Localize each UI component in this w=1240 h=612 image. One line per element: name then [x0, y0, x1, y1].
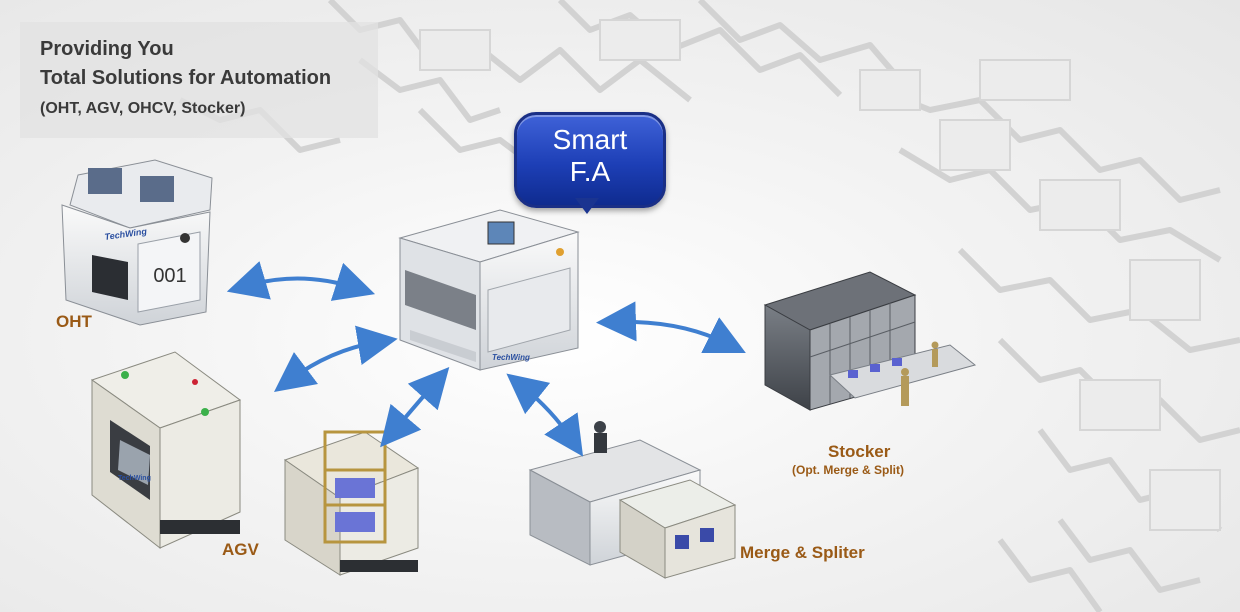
agv-tower-illustration — [283, 430, 420, 576]
headline-line-2: Total Solutions for Automation — [40, 67, 332, 89]
label-oht: OHT — [56, 312, 92, 331]
bubble-line-1: Smart — [552, 124, 628, 155]
connection-arrows — [226, 261, 746, 457]
stocker-system-illustration — [763, 271, 977, 411]
arrow-merge — [506, 373, 584, 457]
oht-unit-number: 001 — [153, 265, 186, 287]
center-machine-brand-logo: TechWing — [492, 353, 530, 362]
label-stocker-sub: (Opt. Merge & Split) — [792, 463, 904, 477]
agv-vehicle-illustration: TechWing — [90, 351, 242, 550]
center-handler-machine-illustration: TechWing — [398, 209, 580, 371]
smart-fa-bubble-tail — [575, 198, 599, 214]
arrow-stocker — [596, 301, 746, 353]
label-agv: AGV — [222, 540, 259, 559]
merge-splitter-machine-illustration — [528, 421, 737, 579]
headline-line-3: (OHT, AGV, OHCV, Stocker) — [40, 100, 246, 117]
bubble-line-2: F.A — [569, 156, 611, 187]
arrow-oht — [226, 261, 376, 301]
oht-vehicle-illustration: 001 TechWing — [61, 159, 213, 326]
label-merge-spliter: Merge & Spliter — [740, 543, 865, 562]
arrow-agv-tower — [380, 367, 450, 448]
arrow-agv — [273, 325, 398, 392]
headline-line-1: Providing You — [40, 38, 174, 60]
agv-brand-logo: TechWing — [118, 475, 151, 482]
headline-panel — [20, 22, 378, 138]
smart-fa-bubble — [514, 112, 666, 208]
label-stocker: Stocker — [828, 442, 891, 461]
